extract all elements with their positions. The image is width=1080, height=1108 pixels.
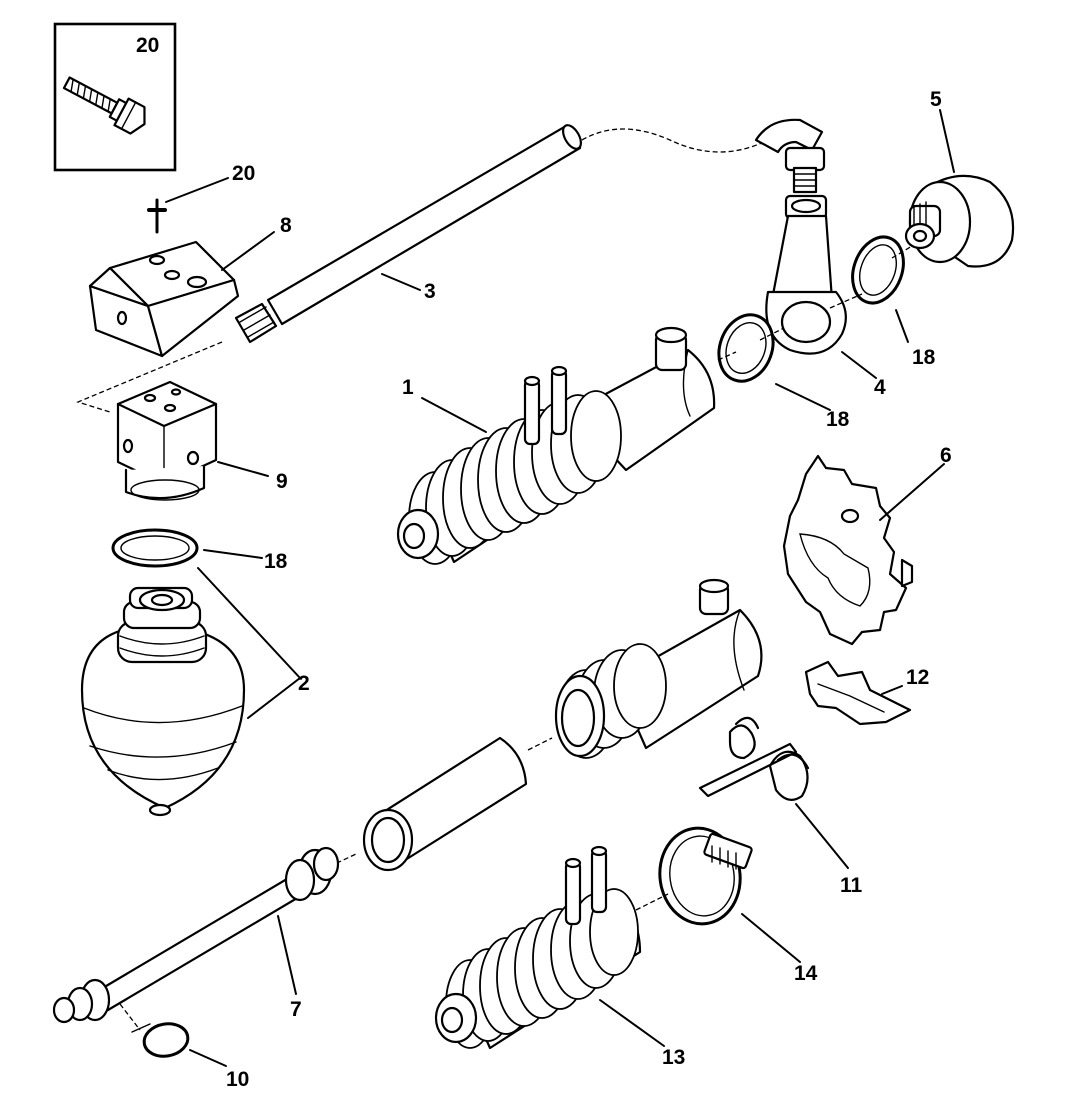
axis-line-upper	[717, 245, 913, 361]
callout-4: 4	[874, 376, 886, 399]
flex-line	[581, 128, 769, 153]
callout-1: 1	[402, 376, 414, 399]
clamp-14	[658, 826, 753, 926]
piston-rod-7	[52, 846, 340, 1024]
sleeve	[362, 736, 528, 872]
elbow-union	[754, 118, 826, 194]
axis-line-clamp	[635, 893, 669, 911]
callout-10: 10	[226, 1068, 249, 1091]
pipe-3	[234, 124, 582, 344]
callout-18-right: 18	[912, 346, 936, 369]
spring-clip-11	[698, 716, 810, 801]
callout-7: 7	[290, 998, 302, 1021]
callout-12: 12	[906, 666, 929, 689]
o-ring-18-right	[851, 235, 905, 305]
boot-13	[434, 845, 642, 1050]
callout-11: 11	[840, 874, 863, 897]
construction-line	[76, 341, 223, 413]
ring-10	[119, 1003, 190, 1058]
cylinder-assembly-1	[396, 326, 716, 565]
callout-14: 14	[794, 962, 818, 985]
bolt-20	[147, 198, 167, 234]
inner-cylinder	[554, 578, 763, 759]
o-ring-18-left	[111, 528, 199, 568]
clip-12	[804, 660, 912, 726]
callout-18-left: 18	[264, 550, 288, 573]
fitting-4	[765, 194, 847, 355]
callout-labels: 20 20 8 3 1 5 4 18 18 9 18 2 6 12 11 14 …	[136, 34, 952, 1091]
callout-2: 2	[298, 672, 310, 695]
callout-18-middle: 18	[826, 408, 850, 431]
leader-lines	[165, 109, 955, 1067]
accumulator-sphere-2	[80, 586, 246, 817]
valve-block-9	[116, 380, 218, 501]
callout-3: 3	[424, 280, 436, 303]
o-ring-18-middle	[717, 313, 775, 383]
callout-8: 8	[280, 214, 292, 237]
callout-13: 13	[662, 1046, 685, 1069]
bolt-inset-box	[53, 22, 177, 172]
callout-20: 20	[232, 162, 255, 185]
plate-6	[782, 454, 914, 646]
callout-5: 5	[930, 88, 942, 111]
flange-5	[904, 174, 1015, 268]
callout-9: 9	[276, 470, 288, 493]
bracket-8	[88, 240, 240, 358]
callout-6: 6	[940, 444, 952, 467]
callout-20-inset: 20	[136, 34, 159, 57]
